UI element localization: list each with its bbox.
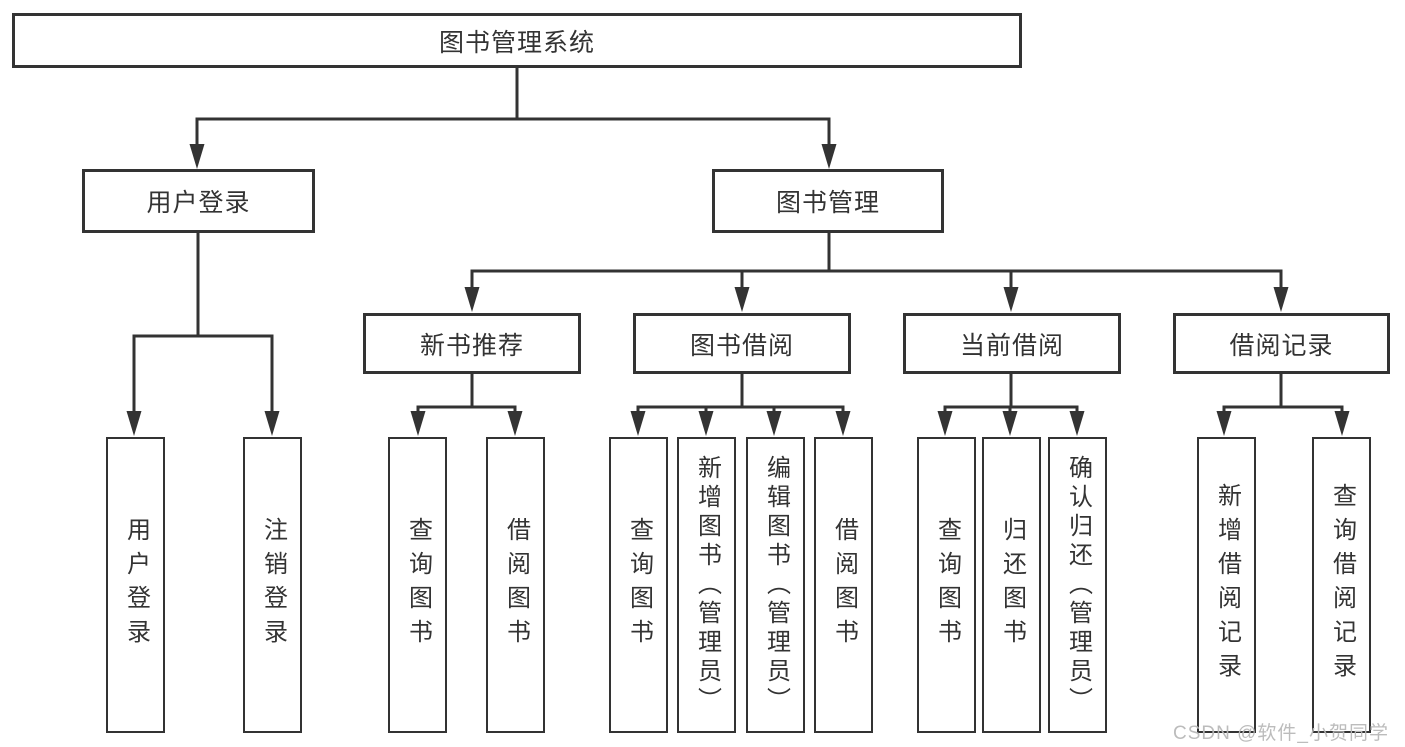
leaf-query-book-recommend: 查询图书 <box>388 437 447 733</box>
leaf-add-book-admin: 新增图书（管理员） <box>677 437 736 733</box>
leaf-query-borrow-record: 查询借阅记录 <box>1312 437 1371 733</box>
node-label: 图书借阅 <box>689 331 794 360</box>
node-book-borrow: 图书借阅 <box>633 313 851 374</box>
arrowhead-icons <box>126 144 1350 436</box>
csdn-watermark: CSDN @软件_小贺同学 <box>1173 723 1389 744</box>
leaf-label: 查询图书 <box>933 517 961 653</box>
leaf-label: 编辑图书（管理员） <box>762 454 790 716</box>
leaf-confirm-return-admin: 确认归还（管理员） <box>1048 437 1107 733</box>
leaf-return-book: 归还图书 <box>982 437 1041 733</box>
node-label: 图书管理 <box>775 189 880 217</box>
leaf-borrow-book-recommend: 借阅图书 <box>486 437 545 733</box>
node-root-library-system: 图书管理系统 <box>12 13 1022 68</box>
leaf-query-book-current: 查询图书 <box>917 437 976 733</box>
node-user-login: 用户登录 <box>82 169 315 233</box>
node-new-book-recommend: 新书推荐 <box>363 313 581 374</box>
leaf-label: 确认归还（管理员） <box>1064 454 1092 716</box>
node-label: 图书管理系统 <box>438 28 595 57</box>
leaf-logout: 注销登录 <box>243 437 302 733</box>
leaf-add-borrow-record: 新增借阅记录 <box>1197 437 1256 733</box>
node-borrow-record: 借阅记录 <box>1173 313 1390 374</box>
leaf-label: 借阅图书 <box>502 517 530 653</box>
leaf-edit-book-admin: 编辑图书（管理员） <box>746 437 805 733</box>
leaf-user-login: 用户登录 <box>106 437 165 733</box>
node-book-management: 图书管理 <box>712 169 944 233</box>
node-label: 借阅记录 <box>1229 331 1334 360</box>
leaf-label: 归还图书 <box>998 517 1026 653</box>
leaf-label: 用户登录 <box>122 517 150 653</box>
leaf-label: 新增借阅记录 <box>1213 483 1241 687</box>
leaf-query-book-borrow: 查询图书 <box>609 437 668 733</box>
node-label: 用户登录 <box>146 189 251 217</box>
leaf-label: 注销登录 <box>259 517 287 653</box>
leaf-label: 新增图书（管理员） <box>693 454 721 716</box>
node-current-borrow: 当前借阅 <box>903 313 1121 374</box>
leaf-label: 查询借阅记录 <box>1328 483 1356 687</box>
node-label: 当前借阅 <box>959 331 1064 360</box>
leaf-borrow-book: 借阅图书 <box>814 437 873 733</box>
node-label: 新书推荐 <box>419 331 524 360</box>
leaf-label: 查询图书 <box>625 517 653 653</box>
leaf-label: 借阅图书 <box>830 517 858 653</box>
leaf-label: 查询图书 <box>404 517 432 653</box>
